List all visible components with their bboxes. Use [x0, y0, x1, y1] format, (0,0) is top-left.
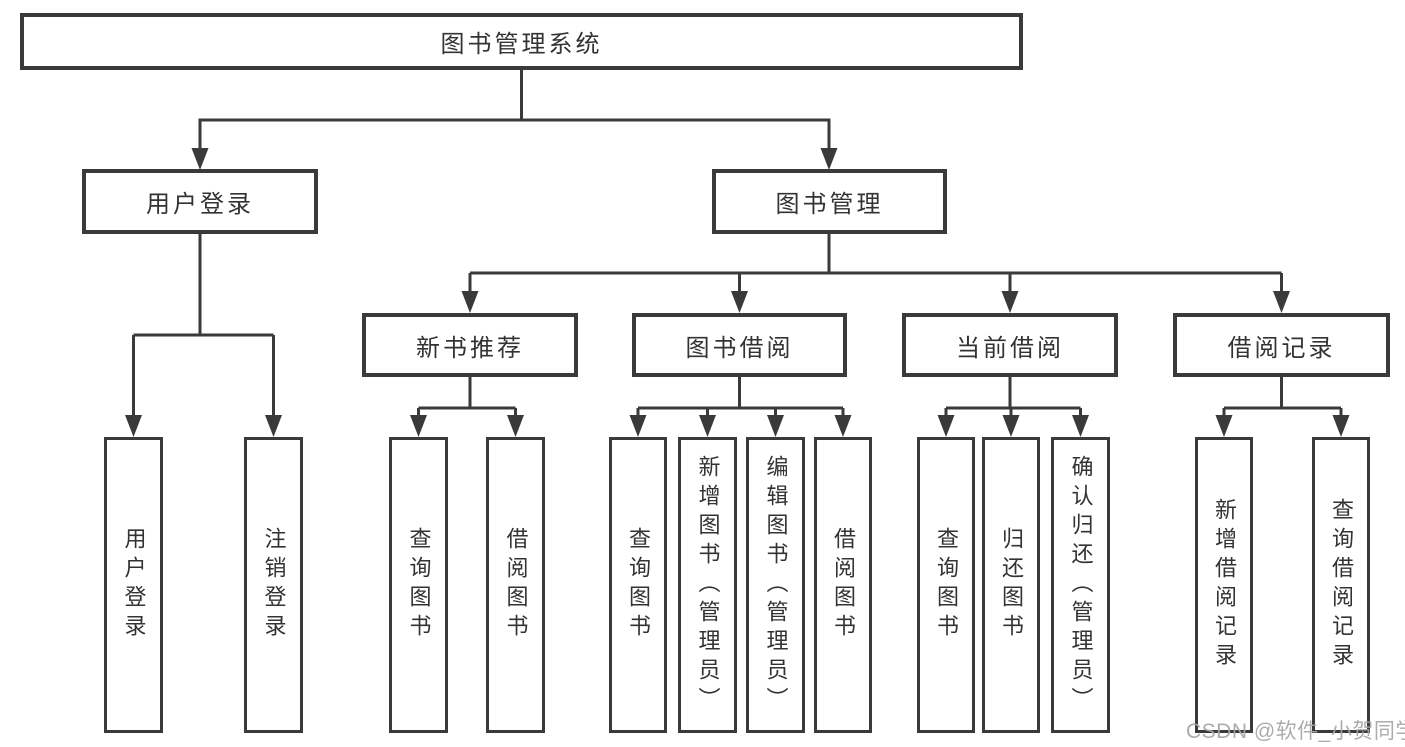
leaf-label: 查询图书 — [626, 527, 651, 643]
arrowhead — [1215, 415, 1233, 437]
node-current-borrowing: 当前借阅 — [902, 313, 1118, 377]
leaf-query-borrow-record: 查询借阅记录 — [1312, 437, 1370, 733]
leaf-query-books-current: 查询图书 — [917, 437, 975, 733]
arrowhead — [820, 148, 838, 170]
node-label: 当前借阅 — [956, 334, 1064, 362]
leaf-label: 查询图书 — [406, 527, 432, 643]
arrowhead — [767, 415, 784, 437]
leaf-label: 确认归还（管理员） — [1068, 454, 1094, 716]
node-system-root: 图书管理系统 — [20, 13, 1023, 70]
arrowhead — [699, 415, 716, 437]
node-book-borrowing: 图书借阅 — [632, 313, 847, 377]
node-label: 新书推荐 — [416, 334, 524, 362]
arrowhead — [1273, 291, 1290, 313]
arrowhead — [191, 148, 209, 170]
leaf-label: 查询借阅记录 — [1329, 498, 1354, 672]
arrowhead — [1072, 415, 1089, 437]
arrowhead — [410, 415, 427, 437]
node-label: 用户登录 — [146, 191, 254, 218]
node-label: 图书管理 — [775, 191, 884, 218]
leaf-borrow-books-recommend: 借阅图书 — [486, 437, 545, 733]
node-user-login: 用户登录 — [82, 169, 318, 234]
arrowhead — [1332, 415, 1350, 437]
watermark-text: CSDN @软件_小贺同学 — [1186, 720, 1405, 743]
node-borrowing-records: 借阅记录 — [1173, 313, 1390, 377]
leaf-edit-book-admin: 编辑图书（管理员） — [746, 437, 805, 733]
leaf-confirm-return-admin: 确认归还（管理员） — [1051, 437, 1110, 733]
arrowhead — [1001, 291, 1019, 313]
leaf-label: 新增图书（管理员） — [695, 454, 721, 716]
leaf-label: 借阅图书 — [831, 527, 856, 643]
leaf-return-book: 归还图书 — [982, 437, 1040, 733]
arrowhead — [265, 415, 282, 437]
leaf-query-books-recommend: 查询图书 — [389, 437, 448, 733]
node-label: 借阅记录 — [1227, 334, 1336, 362]
arrowhead — [1002, 415, 1020, 437]
leaf-logout: 注销登录 — [244, 437, 303, 733]
arrowhead — [834, 415, 852, 437]
leaf-label: 借阅图书 — [503, 527, 529, 643]
leaf-add-book-admin: 新增图书（管理员） — [678, 437, 737, 733]
node-label: 图书管理系统 — [440, 31, 603, 58]
leaf-label: 用户登录 — [121, 527, 147, 643]
leaf-add-borrow-record: 新增借阅记录 — [1195, 437, 1253, 733]
leaf-query-books-borrowing: 查询图书 — [609, 437, 667, 733]
node-new-book-recommend: 新书推荐 — [362, 313, 578, 377]
arrowhead — [937, 415, 955, 437]
arrowhead — [507, 415, 524, 437]
arrowhead — [461, 291, 479, 313]
leaf-user-login: 用户登录 — [104, 437, 163, 733]
leaf-label: 查询图书 — [934, 527, 959, 643]
node-label: 图书借阅 — [685, 334, 794, 362]
leaf-label: 编辑图书（管理员） — [763, 454, 789, 716]
leaf-borrow-books: 借阅图书 — [814, 437, 872, 733]
node-book-management: 图书管理 — [712, 169, 947, 234]
arrowhead — [125, 415, 142, 437]
leaf-label: 注销登录 — [261, 527, 287, 643]
leaf-label: 归还图书 — [999, 527, 1024, 643]
arrowhead — [629, 415, 647, 437]
leaf-label: 新增借阅记录 — [1212, 498, 1237, 672]
arrowhead — [731, 291, 748, 313]
